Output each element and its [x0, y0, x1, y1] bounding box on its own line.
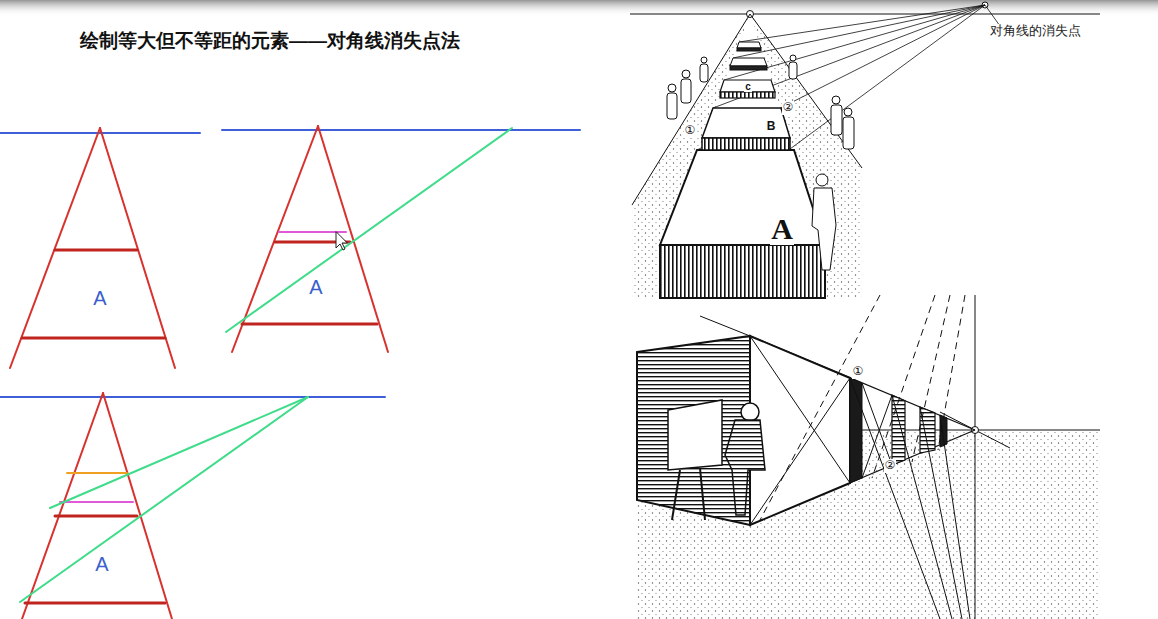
- street-illustration-part-part: [790, 55, 796, 61]
- street-illustration-part: [730, 58, 767, 66]
- annotation: 对角线的消失点: [989, 24, 1082, 38]
- perspective-sketch-3-part: [55, 515, 137, 518]
- perspective-sketch-3: [0, 393, 385, 619]
- street-illustration-part-part: [681, 79, 691, 103]
- top-bar: [0, 0, 1158, 16]
- box-illustration: [637, 295, 1100, 619]
- perspective-sketch-1: [0, 128, 200, 368]
- perspective-sketch-1-part: [0, 132, 200, 134]
- perspective-sketch-3-part: [22, 393, 103, 619]
- box-illustration-part: [741, 403, 759, 421]
- street-illustration-part-part: [668, 84, 676, 92]
- perspective-sketch-3-part: [50, 397, 308, 508]
- box-illustration-part: [700, 468, 705, 520]
- street-illustration-part-part: [832, 96, 840, 104]
- box-illustration-part-part: [940, 415, 970, 619]
- perspective-sketch-2-part: [226, 128, 512, 332]
- perspective-sketch-3-part: [103, 393, 172, 619]
- box-illustration-part-part: [850, 378, 940, 619]
- street-illustration-part: [713, 5, 985, 108]
- street-illustration-part: [660, 245, 825, 298]
- perspective-sketch-1-part: [10, 128, 100, 368]
- street-illustration-part: [724, 5, 985, 80]
- perspective-sketch-1-part: [22, 337, 165, 340]
- street-illustration-part-part: [700, 64, 708, 82]
- box-illustration-part: [862, 383, 892, 465]
- street-illustration-part-part: [667, 93, 677, 119]
- box-illustration-part: [668, 400, 722, 470]
- street-illustration-part-part: [682, 70, 690, 78]
- slab-letter: A: [770, 212, 794, 245]
- callout-number: ①: [852, 365, 865, 378]
- perspective-sketch-3-part: [60, 501, 133, 503]
- perspective-sketch-3-part: [67, 472, 127, 474]
- street-illustration-part: [733, 5, 985, 58]
- street-illustration-part-part: [844, 108, 852, 116]
- box-illustration-part: [760, 295, 965, 520]
- perspective-sketch-3-part: [20, 397, 308, 602]
- box-illustration-part: [700, 316, 750, 336]
- street-illustration-part: [985, 5, 1000, 26]
- street-illustration-part: [697, 5, 985, 150]
- callout-number: ①: [684, 124, 697, 137]
- slab-letter: B: [766, 120, 777, 133]
- street-illustration-part-part: [816, 174, 828, 186]
- box-illustration-part: [892, 395, 905, 465]
- box-illustration-part: [750, 336, 850, 525]
- perspective-sketch-2: [222, 126, 580, 352]
- street-illustration-part: [702, 138, 790, 150]
- street-illustration-part-part: [843, 117, 854, 149]
- box-illustration-part-part: [872, 295, 935, 478]
- perspective-sketch-2-part: [222, 129, 580, 131]
- perspective-sketch-2-part: [318, 126, 388, 352]
- street-illustration-part-part: [831, 105, 842, 135]
- street-illustration-part: [720, 92, 775, 98]
- callout-number: ②: [782, 101, 795, 114]
- street-illustration-part-part: [812, 188, 836, 270]
- box-illustration-part-part: [892, 395, 952, 619]
- street-illustration-part: [630, 14, 1100, 15]
- street-illustration-part: [737, 42, 761, 48]
- box-illustration-part-part: [920, 407, 962, 619]
- perspective-sketch-3-part: [25, 602, 165, 605]
- perspective-sketch-1-part: [55, 249, 137, 252]
- area-letter: A: [93, 287, 106, 309]
- street-illustration: [630, 2, 1100, 298]
- box-illustration-part-part: [912, 295, 950, 462]
- page-title: 绘制等大但不等距的元素——对角线消失点法: [80, 28, 460, 54]
- street-illustration-part: [720, 80, 775, 92]
- box-illustration-part: [750, 336, 850, 483]
- street-illustration-part-part: [701, 57, 707, 63]
- perspective-sketch-2-part: [242, 323, 377, 326]
- box-illustration-part-part: [760, 295, 880, 520]
- perspective-sketch-1-part: [100, 128, 175, 368]
- slab-letter: c: [744, 81, 752, 92]
- box-illustration-part: [725, 420, 765, 515]
- street-illustration-part: [739, 5, 985, 42]
- perspective-sketch-2-part: [336, 232, 347, 250]
- street-illustration-part: [702, 108, 790, 138]
- street-illustration-part: [667, 55, 854, 270]
- box-illustration-part: [975, 295, 976, 619]
- street-illustration-part-part: [789, 62, 797, 79]
- perspective-sketch-3-part: [0, 396, 385, 398]
- callout-number: ②: [884, 459, 897, 472]
- box-illustration-part: [672, 470, 680, 520]
- street-illustration-part: [737, 48, 761, 51]
- box-illustration-part: [850, 378, 970, 619]
- street-illustration-part: [660, 150, 825, 245]
- area-letter: A: [95, 553, 108, 575]
- street-illustration-part: [730, 66, 767, 70]
- area-letter: A: [309, 276, 322, 298]
- box-illustration-part: [750, 378, 850, 525]
